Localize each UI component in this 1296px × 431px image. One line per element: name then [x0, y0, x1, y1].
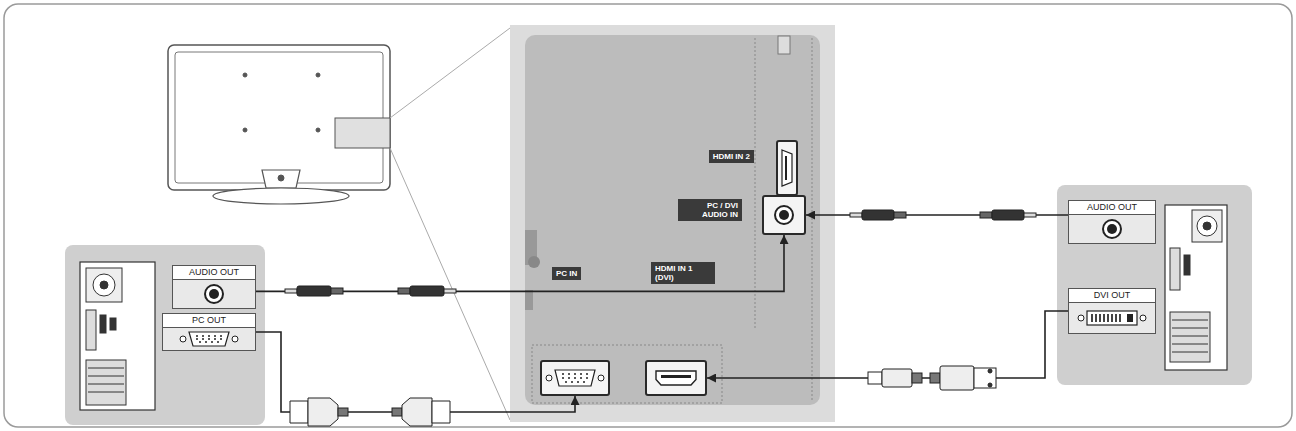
- input-port: PC IN: [540, 360, 610, 396]
- pc-tower: [1165, 205, 1227, 370]
- port-tag: HDMI IN 2: [709, 150, 754, 163]
- vga-connector-icon: [163, 328, 255, 350]
- pc-tower: [80, 262, 155, 410]
- input-port: HDMI IN 2: [776, 140, 798, 196]
- port-tag: PC / DVI AUDIO IN: [678, 199, 742, 221]
- jack-connector-icon: [173, 280, 255, 308]
- dvi-connector-icon: [1069, 303, 1155, 333]
- hdmi-connector-icon: [647, 362, 705, 394]
- jack-connector-icon: [764, 197, 804, 233]
- frame: [4, 4, 1292, 427]
- port-label: DVI OUT: [1069, 289, 1155, 303]
- vga-plug: [392, 398, 450, 426]
- output-port-box: AUDIO OUT: [1068, 200, 1156, 244]
- port-label: AUDIO OUT: [1069, 201, 1155, 215]
- input-port: PC / DVI AUDIO IN: [762, 195, 806, 235]
- hdmiv-connector-icon: [778, 142, 796, 194]
- port-label: PC OUT: [163, 314, 255, 328]
- vga-connector-icon: [542, 362, 608, 394]
- dvi-plug: [930, 366, 996, 390]
- port-tag: HDMI IN 1 (DVI): [651, 262, 715, 284]
- hdmi-plug: [868, 369, 922, 387]
- tv-back-panel: [510, 25, 835, 422]
- audio-plug: [398, 286, 456, 296]
- port-tag: PC IN: [552, 267, 581, 280]
- port-label: AUDIO OUT: [173, 266, 255, 280]
- audio-plug: [285, 286, 343, 296]
- cable: [256, 235, 784, 291]
- output-port-box: DVI OUT: [1068, 288, 1156, 334]
- vga-plug: [290, 398, 348, 426]
- tv-thumbnail: [168, 45, 390, 204]
- pc-panel: [65, 245, 265, 425]
- input-port: HDMI IN 1 (DVI): [645, 360, 707, 396]
- jack-connector-icon: [1069, 215, 1155, 243]
- audio-plug: [980, 210, 1036, 220]
- pc-panel: [1057, 185, 1252, 385]
- audio-plug: [850, 210, 906, 220]
- output-port-box: PC OUT: [162, 313, 256, 351]
- cable: [707, 311, 1068, 378]
- output-port-box: AUDIO OUT: [172, 265, 256, 309]
